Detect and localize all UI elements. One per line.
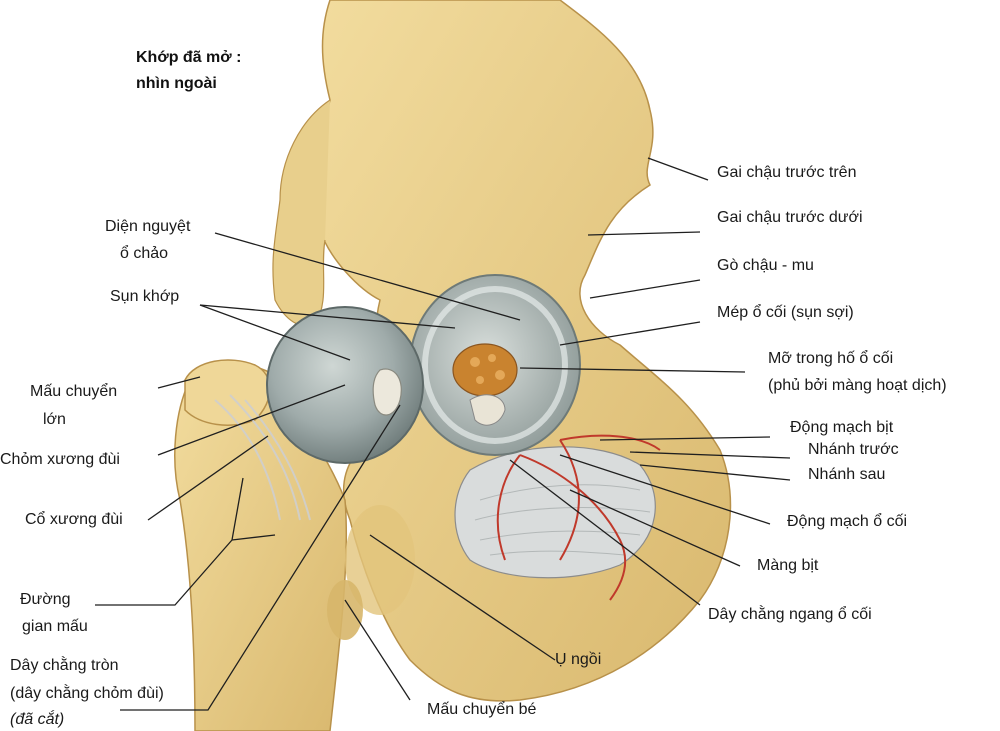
label-obturator-membrane: Màng bịt	[757, 557, 819, 574]
label-lunate-surface-1: Diện nguyệt	[105, 218, 191, 235]
label-fat-in-fossa-1: Mỡ trong hố ổ cối	[768, 350, 894, 367]
label-anterior-superior-iliac-spine: Gai chậu trước trên	[717, 164, 857, 181]
label-obturator-artery: Động mạch bịt	[790, 419, 894, 436]
label-acetabular-artery: Động mạch ổ cối	[787, 513, 908, 530]
diagram-title: Khớp đã mở : nhìn ngoài	[136, 45, 241, 97]
label-intertrochanteric-line-1: Đường	[20, 591, 71, 608]
label-fat-in-fossa-2: (phủ bởi màng hoạt dịch)	[768, 377, 947, 394]
title-line-1: Khớp đã mở :	[136, 49, 242, 66]
label-anterior-branch: Nhánh trước	[808, 441, 899, 458]
label-ligament-of-head-1: Dây chằng tròn	[10, 657, 119, 674]
leader-lines	[95, 157, 791, 711]
capsule-fibers	[214, 394, 311, 521]
label-femoral-head: Chỏm xương đùi	[0, 451, 120, 468]
label-greater-trochanter-2: lớn	[43, 411, 66, 428]
label-ligament-of-head-3: (đã cắt)	[10, 711, 65, 728]
fossa-fat	[452, 343, 518, 397]
lesser-trochanter	[327, 580, 363, 640]
label-transverse-acetabular-ligament: Dây chằng ngang ổ cối	[708, 606, 872, 623]
title-line-2: nhìn ngoài	[136, 75, 217, 92]
label-ischial-tuberosity: Ụ ngồi	[555, 651, 602, 668]
label-intertrochanteric-line-2: gian mấu	[22, 618, 88, 635]
label-anterior-inferior-iliac-spine: Gai chậu trước dưới	[717, 209, 863, 226]
label-lesser-trochanter: Mấu chuyển bé	[427, 701, 537, 718]
membrane-fibers	[474, 484, 651, 556]
label-femoral-neck: Cổ xương đùi	[25, 511, 123, 528]
ischial-tuberosity	[345, 505, 415, 615]
iliac-edge	[272, 99, 331, 327]
label-greater-trochanter-1: Mấu chuyển	[30, 383, 118, 400]
label-posterior-branch: Nhánh sau	[808, 466, 886, 483]
label-iliopubic-eminence: Gò chậu - mu	[717, 257, 814, 274]
fat-globules	[470, 354, 505, 384]
ligament-in-socket	[469, 394, 506, 426]
label-lunate-surface-2: ổ chảo	[120, 245, 169, 262]
label-acetabular-labrum: Mép ổ cối (sụn sợi)	[717, 304, 854, 321]
label-ligament-of-head-2: (dây chằng chỏm đùi)	[10, 685, 164, 702]
ligamentum-teres-stump	[372, 368, 402, 416]
label-articular-cartilage: Sụn khớp	[110, 288, 180, 305]
acetabular-labrum	[422, 286, 568, 444]
